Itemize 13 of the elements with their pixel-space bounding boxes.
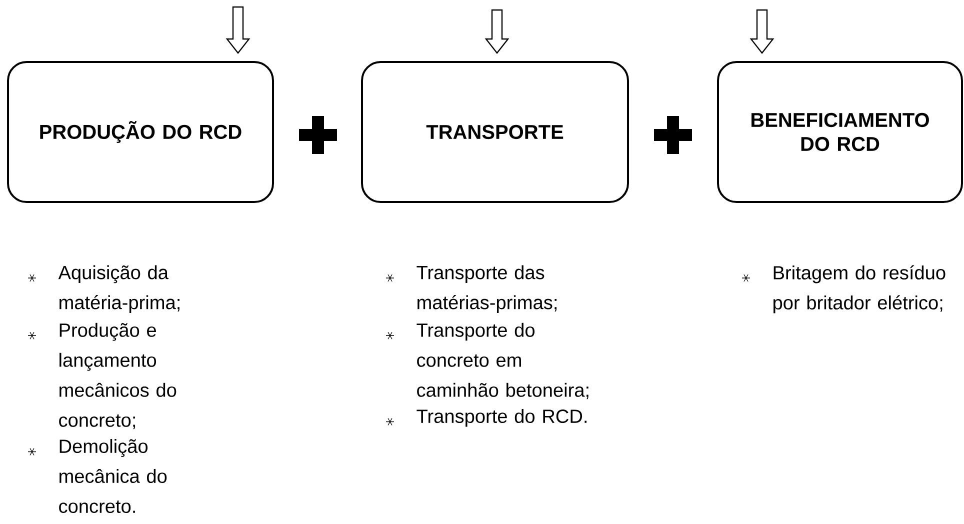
hollow-arrow (226, 6, 250, 54)
process-box: PRODUÇÃO DO RCD (7, 61, 274, 203)
process-box: BENEFICIAMENTO DO RCD (717, 61, 963, 203)
bullet-item: Produção e lançamento mecânicos do concreto; (59, 322, 176, 430)
bullet-item: Britagem do resíduo por britador elétrico; (774, 265, 946, 314)
bullet-item: Transporte do RCD. (416, 409, 586, 427)
bullet-item: Demolição mecânica do concreto. (59, 439, 167, 514)
bullet-item: Transporte das matérias-primas; (416, 265, 556, 314)
bullet-item: Transporte do concreto em caminhão betoneira; (416, 322, 588, 400)
bullet-item: Aquisição da matéria-prima; (58, 265, 180, 314)
process-box: TRANSPORTE (361, 61, 629, 203)
hollow-arrow (484, 9, 510, 54)
hollow-arrow (750, 9, 774, 54)
